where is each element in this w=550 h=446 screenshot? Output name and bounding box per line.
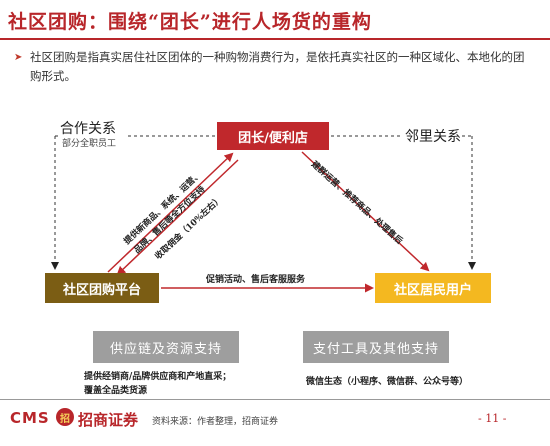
cms-logo: CMS bbox=[10, 409, 50, 427]
neighbor-relation-label: 邻里关系 bbox=[405, 129, 461, 145]
footer-divider bbox=[0, 399, 550, 400]
platform-support-label-1: 提供新商品、系统、运营、 bbox=[122, 169, 204, 247]
supply-note-line-1: 提供经销商/品牌供应商和产地直采； bbox=[84, 372, 232, 382]
payment-note: 微信生态（小程序、微信群、公众号等） bbox=[306, 377, 469, 387]
page-number: - 11 - bbox=[478, 412, 507, 425]
cooperation-relation-label: 合作关系 bbox=[60, 121, 116, 137]
neighbor-right-arrowhead bbox=[468, 262, 476, 270]
leader-node: 团长/便利店 bbox=[217, 122, 329, 150]
source-note: 资料来源：作者整理，招商证券 bbox=[152, 417, 279, 427]
supply-support-box: 供应链及资源支持 bbox=[93, 331, 239, 363]
supply-note-line-2: 覆盖全品类货源 bbox=[84, 386, 148, 396]
page-title: 社区团购：围绕“团长”进行人场货的重构 bbox=[8, 11, 372, 33]
platform-node: 社区团购平台 bbox=[45, 273, 159, 303]
supply-note: 提供经销商/品牌供应商和产地直采； 覆盖全品类货源 bbox=[84, 370, 231, 398]
company-name-logo: 招商证券 bbox=[78, 411, 139, 429]
intro-bullet: ➤ 社区团购是指真实居住社区团体的一种购物消费行为，是依托真实社区的一种区域化、… bbox=[14, 48, 534, 86]
intro-text: 社区团购是指真实居住社区团体的一种购物消费行为，是依托真实社区的一种区域化、本地… bbox=[30, 50, 525, 83]
residents-node: 社区居民用户 bbox=[375, 273, 491, 303]
coop-left-arrowhead bbox=[51, 262, 59, 270]
leader-service-label: 建群运营、推荐商品、处理售后 bbox=[308, 159, 405, 247]
arrow-bullet-icon: ➤ bbox=[14, 52, 23, 63]
cms-badge-icon: 招 bbox=[56, 408, 74, 426]
promotion-service-label: 促销活动、售后客服服务 bbox=[206, 275, 306, 285]
title-divider bbox=[0, 38, 550, 40]
payment-support-box: 支付工具及其他支持 bbox=[303, 331, 449, 363]
cooperation-sub-label: 部分全职员工 bbox=[62, 139, 117, 149]
